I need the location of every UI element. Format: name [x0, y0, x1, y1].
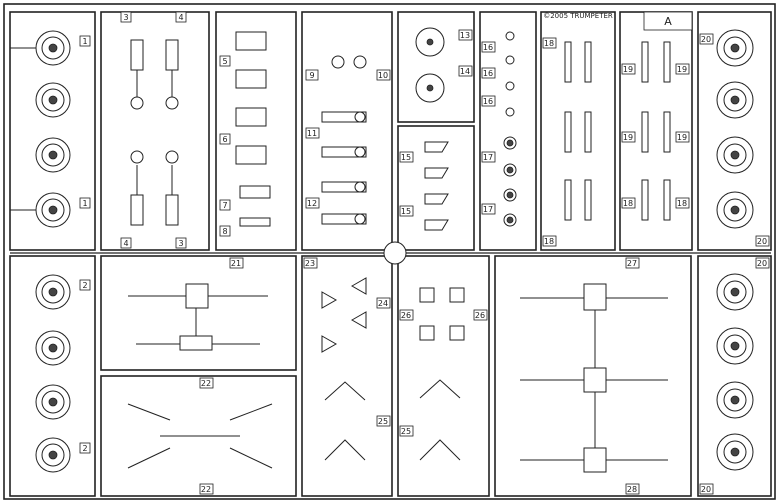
label-20d: 20: [701, 485, 711, 494]
spoked-wheels-20-bottom: [716, 273, 754, 471]
label-14: 14: [460, 67, 470, 76]
wedges-15: [424, 141, 449, 231]
cell-wheels-20-bottom: [697, 255, 772, 497]
cell-parts-5-8: [215, 11, 297, 251]
cell-parts-16-17: [479, 11, 537, 251]
cell-parts-9-12: [301, 11, 393, 251]
sprue-letter-box: [643, 11, 693, 31]
small-parts-16-17: [503, 31, 517, 227]
label-17a: 17: [483, 153, 493, 162]
cell-axle-27-28: [494, 255, 692, 497]
cell-wheels-2: [9, 255, 96, 497]
label-22b: 22: [201, 485, 211, 494]
wishbones-23-25: [321, 277, 367, 461]
label-18b: 18: [544, 237, 554, 246]
label-11: 11: [307, 129, 317, 138]
label-18c: 18: [623, 199, 633, 208]
label-12: 12: [307, 199, 317, 208]
linkage-parts-9-12: [321, 55, 367, 225]
wheel-hubs-2: [35, 274, 71, 473]
label-3a: 3: [123, 13, 128, 22]
shock-absorbers-18: [564, 41, 592, 221]
cell-arms-22: [100, 375, 297, 497]
cell-shocks-19: [619, 11, 693, 251]
coil-spring-assemblies: [130, 39, 179, 226]
label-20b: 20: [757, 237, 767, 246]
runner-hub: [383, 241, 407, 265]
cell-propellers-13-14: [397, 11, 475, 123]
label-26b: 26: [475, 311, 485, 320]
label-28: 28: [627, 485, 637, 494]
label-15a: 15: [401, 153, 411, 162]
label-6: 6: [222, 135, 227, 144]
cell-wheels-1: [9, 11, 96, 251]
cell-parts-15: [397, 125, 475, 251]
label-19d: 19: [677, 133, 687, 142]
sprue-letter: A: [664, 15, 672, 28]
label-1a: 1: [82, 37, 87, 46]
label-13: 13: [460, 31, 470, 40]
label-17b: 17: [483, 205, 493, 214]
label-16c: 16: [483, 97, 493, 106]
axle-assembly-21: [128, 283, 268, 351]
wheel-hubs-1: [10, 30, 71, 228]
label-26a: 26: [401, 311, 411, 320]
copyright-text: ©2005 TRUMPETER: [543, 12, 613, 20]
label-3b: 3: [178, 239, 183, 248]
shock-absorbers-19: [641, 41, 671, 221]
label-27: 27: [627, 259, 637, 268]
label-15b: 15: [401, 207, 411, 216]
label-10: 10: [378, 71, 388, 80]
label-25a: 25: [378, 417, 388, 426]
label-18d: 18: [677, 199, 687, 208]
label-2a: 2: [82, 281, 87, 290]
brackets-5-6: [235, 31, 271, 227]
cell-springs-3-4: [100, 11, 210, 251]
label-1b: 1: [82, 199, 87, 208]
label-19a: 19: [623, 65, 633, 74]
part-number-labels: 1 1 2 2 3 4 4 3 5 6 7 8 9 10 11 12 13 14…: [79, 11, 770, 495]
label-20c: 20: [757, 259, 767, 268]
label-4b: 4: [123, 239, 128, 248]
label-8: 8: [222, 227, 227, 236]
label-5: 5: [222, 57, 227, 66]
label-23: 23: [305, 259, 315, 268]
label-21: 21: [231, 259, 241, 268]
label-19c: 19: [623, 133, 633, 142]
label-19b: 19: [677, 65, 687, 74]
cell-parts-23-25: [301, 255, 393, 497]
label-24: 24: [378, 299, 388, 308]
cell-axle-21: [100, 255, 297, 371]
plates-26: [419, 287, 465, 461]
spoked-wheels-20-top: [716, 29, 754, 229]
cell-wheels-20-top: [697, 11, 772, 251]
propellers: [415, 27, 445, 103]
axle-assembly-27-28: [520, 283, 668, 473]
label-25b: 25: [401, 427, 411, 436]
label-20a: 20: [701, 35, 711, 44]
cell-shocks-18: [540, 11, 616, 251]
label-16b: 16: [483, 69, 493, 78]
label-4a: 4: [178, 13, 183, 22]
label-18a: 18: [544, 39, 554, 48]
sprue-outer-frame: [3, 3, 776, 500]
control-arms-22: [127, 403, 273, 469]
label-16a: 16: [483, 43, 493, 52]
label-9: 9: [309, 71, 314, 80]
label-22a: 22: [201, 379, 211, 388]
label-2b: 2: [82, 444, 87, 453]
label-7: 7: [222, 201, 227, 210]
cell-parts-26: [397, 255, 490, 497]
